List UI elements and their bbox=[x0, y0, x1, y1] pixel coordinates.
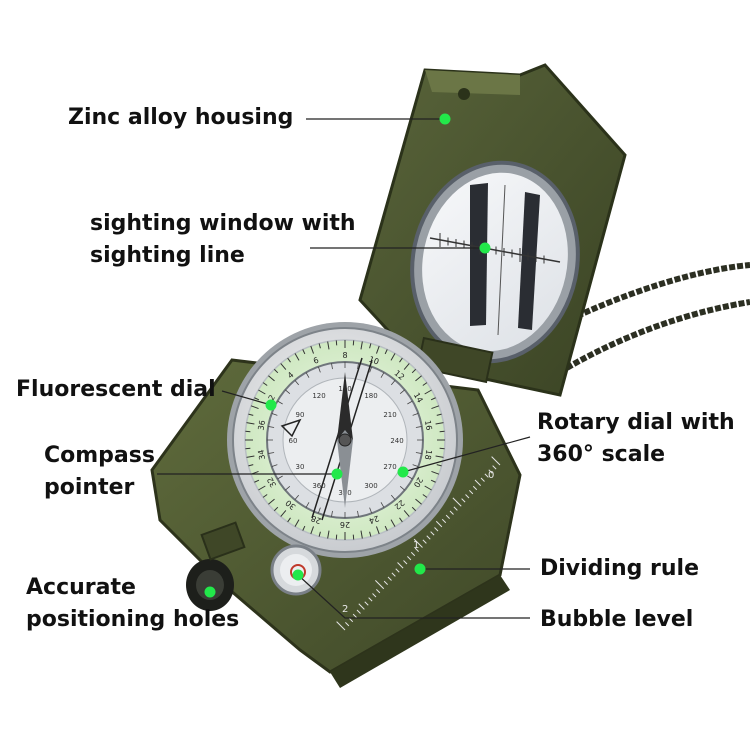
label-sighting-window-line2: sighting line bbox=[90, 240, 245, 272]
rule-mark-2: 2 bbox=[342, 604, 348, 615]
dial-inner-number: 360 bbox=[312, 482, 325, 490]
label-fluorescent-dial: Fluorescent dial bbox=[16, 374, 216, 406]
marker-window bbox=[480, 243, 491, 254]
label-rotary-dial-line1: Rotary dial with bbox=[537, 407, 735, 439]
dial-inner-number: 210 bbox=[383, 411, 396, 419]
label-positioning-holes-line1: Accurate bbox=[26, 572, 136, 604]
label-compass-pointer-line2: pointer bbox=[44, 472, 134, 504]
dial-outer-number: 8 bbox=[342, 351, 347, 360]
label-bubble-level: Bubble level bbox=[540, 604, 693, 636]
dial-outer-number: 34 bbox=[256, 449, 267, 461]
marker-housing bbox=[440, 114, 451, 125]
label-compass-pointer-line1: Compass bbox=[44, 440, 155, 472]
label-rotary-dial-line2: 360° scale bbox=[537, 439, 665, 471]
marker-pointer bbox=[332, 469, 343, 480]
dial-inner-number: 60 bbox=[289, 437, 298, 445]
label-sighting-window-line1: sighting window with bbox=[90, 208, 356, 240]
marker-dial bbox=[266, 400, 277, 411]
dial-inner-number: 240 bbox=[390, 437, 403, 445]
dial-inner-number: 270 bbox=[383, 463, 396, 471]
marker-holes bbox=[205, 587, 216, 598]
rule-mark-0: 0 bbox=[488, 470, 494, 481]
label-dividing-rule: Dividing rule bbox=[540, 553, 699, 585]
rule-mark-1: 1 bbox=[413, 540, 419, 551]
dial-inner-number: 30 bbox=[296, 463, 305, 471]
label-zinc-alloy-housing: Zinc alloy housing bbox=[68, 102, 293, 134]
dial-outer-number: 18 bbox=[423, 449, 434, 461]
marker-rotary bbox=[398, 467, 409, 478]
dial-outer-number: 26 bbox=[340, 520, 350, 529]
label-positioning-holes-line2: positioning holes bbox=[26, 604, 239, 636]
marker-rule bbox=[415, 564, 426, 575]
dial-outer-number: 36 bbox=[256, 420, 267, 432]
dial-inner-number: 300 bbox=[364, 482, 377, 490]
dial-inner-number: 180 bbox=[364, 392, 377, 400]
marker-bubble bbox=[293, 570, 304, 581]
dial-inner-number: 120 bbox=[312, 392, 325, 400]
dial-inner-number: 90 bbox=[296, 411, 305, 419]
dial-outer-number: 16 bbox=[423, 420, 434, 432]
